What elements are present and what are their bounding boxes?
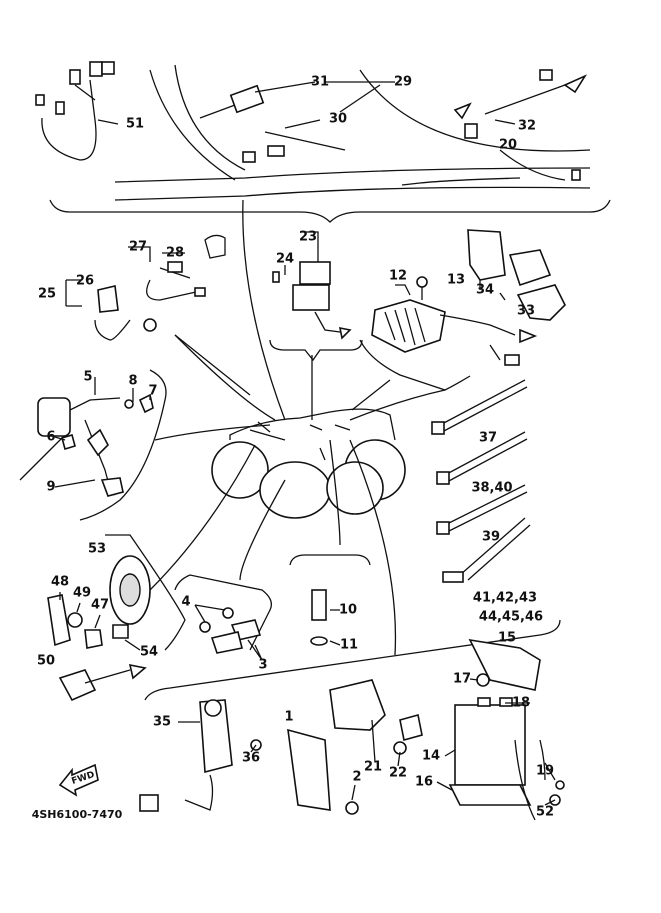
diagram-code: 4SH6100-7470 <box>32 808 123 821</box>
switch-assembly <box>65 234 251 396</box>
callout-37: 37 <box>479 431 497 446</box>
sensor-section <box>289 554 371 646</box>
callout-11: 11 <box>340 638 358 653</box>
callout-3: 3 <box>258 658 267 673</box>
callout-21: 21 <box>364 760 382 775</box>
callout-44-45-46: 44,45,46 <box>479 610 543 625</box>
callout-27: 27 <box>129 240 147 255</box>
callout-1: 1 <box>284 710 293 725</box>
bottom-section <box>139 619 565 821</box>
callout-25: 25 <box>38 287 56 302</box>
wire-harness-top <box>35 61 588 186</box>
callout-30: 30 <box>329 112 347 127</box>
callout-35: 35 <box>153 715 171 730</box>
callout-labels: 51 31 29 30 32 20 27 28 26 25 23 24 12 1… <box>32 75 554 822</box>
callout-47: 47 <box>91 598 109 613</box>
callout-10: 10 <box>339 603 357 618</box>
callout-26: 26 <box>76 274 94 289</box>
callout-22: 22 <box>389 766 407 781</box>
forward-direction-arrow: FWD <box>58 763 99 797</box>
callout-33: 33 <box>517 304 535 319</box>
callout-4: 4 <box>181 595 190 610</box>
callout-19: 19 <box>536 764 554 779</box>
callout-7: 7 <box>148 384 157 399</box>
callout-52: 52 <box>536 805 554 820</box>
callout-51: 51 <box>126 117 144 132</box>
horn-section <box>47 534 186 702</box>
callout-50: 50 <box>37 654 55 669</box>
callout-34: 34 <box>476 283 494 298</box>
callout-49: 49 <box>73 586 91 601</box>
callout-24: 24 <box>276 252 294 267</box>
callout-29: 29 <box>394 75 412 90</box>
callout-54: 54 <box>140 645 158 660</box>
callout-36: 36 <box>242 751 260 766</box>
callout-12: 12 <box>389 269 407 284</box>
callout-6: 6 <box>46 430 55 445</box>
frame-section-top <box>49 64 611 223</box>
callout-28: 28 <box>166 246 184 261</box>
callout-5: 5 <box>83 370 92 385</box>
callout-9: 9 <box>46 480 55 495</box>
callout-48: 48 <box>51 575 69 590</box>
callout-17: 17 <box>453 672 471 687</box>
cable-ties <box>431 379 531 583</box>
callout-14: 14 <box>422 749 440 764</box>
ignition-coil <box>19 369 167 521</box>
rectifier-regulator <box>351 276 538 411</box>
callout-53: 53 <box>88 542 106 557</box>
callout-41-42-43: 41,42,43 <box>473 591 537 606</box>
switch-bracket <box>174 574 273 661</box>
callout-13: 13 <box>447 273 465 288</box>
callout-38-40: 38,40 <box>471 481 512 496</box>
callout-8: 8 <box>128 374 137 389</box>
callout-18: 18 <box>512 696 530 711</box>
callout-16: 16 <box>415 775 433 790</box>
relay-assembly <box>269 231 363 362</box>
callout-2: 2 <box>352 770 361 785</box>
callout-23: 23 <box>299 230 317 245</box>
vehicle-outline <box>149 199 446 656</box>
cover-parts <box>467 229 566 321</box>
callout-39: 39 <box>482 530 500 545</box>
callout-20: 20 <box>499 138 517 153</box>
callout-31: 31 <box>311 75 329 90</box>
callout-15: 15 <box>498 631 516 646</box>
callout-32: 32 <box>518 119 536 134</box>
